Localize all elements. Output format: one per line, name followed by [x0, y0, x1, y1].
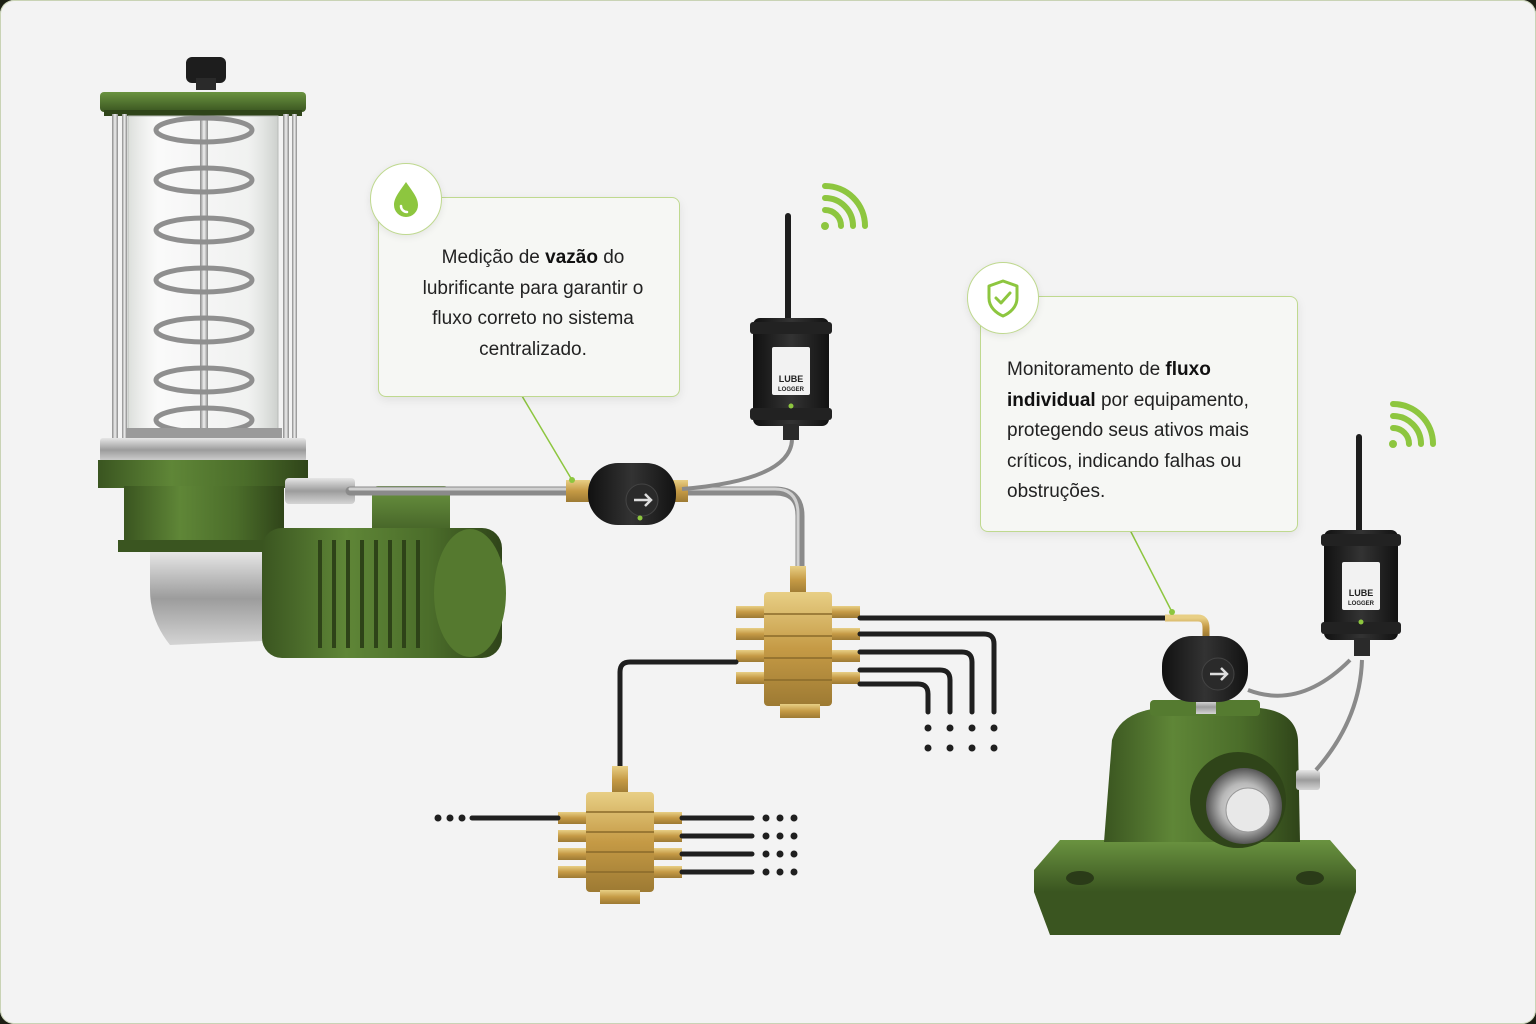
flow-meter-main — [566, 463, 688, 525]
oil-drop-icon — [394, 182, 418, 217]
grease-pump — [98, 57, 506, 658]
lube-logger-transmitter-1: LUBE LOGGER — [681, 213, 832, 491]
callout-individual-text: Monitoramento de fluxo individual por eq… — [1007, 355, 1289, 508]
progressive-distributor-secondary — [558, 766, 682, 904]
antenna — [1356, 434, 1362, 544]
pump-gearbox — [150, 552, 285, 645]
logger-brand-line1: LUBE — [779, 374, 804, 384]
callout-text-post: por equipamento, protegendo seus ativos … — [1007, 389, 1249, 503]
continuation-dots-b — [434, 814, 798, 876]
pump-knob — [186, 57, 226, 83]
antenna — [785, 213, 791, 323]
callout-text-bold: fluxo individual — [1007, 359, 1211, 411]
logger-brand-line2: LOGGER — [778, 387, 805, 393]
oil-drop-badge — [370, 163, 442, 235]
flow-meter-individual — [1162, 614, 1248, 714]
callout-flow-text: Medição de vazão do lubrificante para ga… — [403, 243, 663, 365]
callout-flow-measurement: Medição de vazão do lubrificante para ga… — [378, 197, 680, 397]
logger-brand-line2: LOGGER — [1348, 601, 1375, 607]
continuation-dots-a — [924, 724, 998, 752]
callout-text-post: do lubrificante para garantir o fluxo co… — [422, 247, 644, 360]
reservoir-top-cap — [100, 92, 306, 112]
shield-badge — [967, 262, 1039, 334]
callout-text-bold: vazão — [545, 247, 598, 268]
arrow-right-icon — [1210, 667, 1229, 681]
wifi-signal-icon — [821, 183, 868, 230]
callout-leaders — [521, 395, 1175, 615]
logger-brand-line1: LUBE — [1349, 588, 1374, 598]
pillow-block-bearing — [1034, 700, 1356, 935]
callout-text-pre: Monitoramento de — [1007, 359, 1166, 380]
arrow-right-icon — [634, 493, 653, 507]
lube-logger-transmitter-2: LUBE LOGGER — [1247, 434, 1401, 772]
shield-check-icon — [987, 279, 1019, 318]
pump-base — [98, 460, 308, 488]
distributor-outlet-lines — [617, 615, 1168, 773]
secondary-outlet-lines — [469, 815, 755, 875]
progressive-distributor-main — [736, 566, 860, 718]
callout-text-pre: Medição de — [441, 247, 546, 268]
callout-individual-monitoring: Monitoramento de fluxo individual por eq… — [980, 296, 1298, 532]
wifi-signal-icon — [1389, 401, 1436, 448]
follower-spring — [153, 115, 255, 435]
main-supply-pipe — [345, 486, 805, 580]
